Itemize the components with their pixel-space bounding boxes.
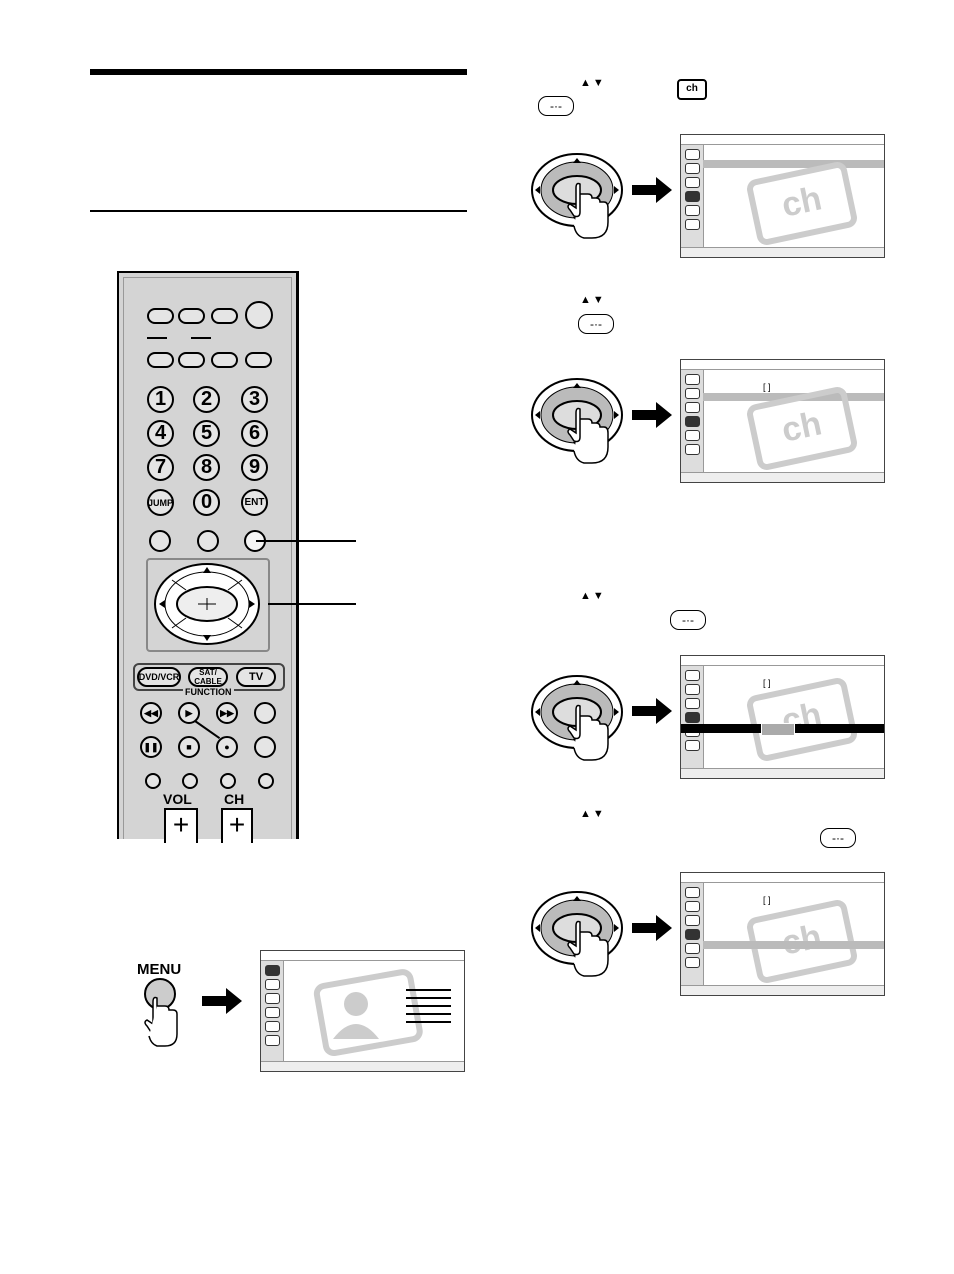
- dvd-vcr-button[interactable]: DVD/VCR: [137, 667, 181, 687]
- record-button[interactable]: ●: [216, 736, 238, 758]
- remote-divider: [191, 337, 211, 339]
- fast-forward-button[interactable]: ▶▶: [216, 702, 238, 724]
- number-key-1[interactable]: 1: [147, 386, 174, 413]
- remote-round-button-1[interactable]: [149, 530, 171, 552]
- callout-line-menu: [256, 540, 356, 542]
- channel-setup-icon: ch: [677, 79, 707, 100]
- remote-row2-button-1[interactable]: [147, 352, 174, 368]
- remote-transport-extra-1[interactable]: [254, 702, 276, 724]
- channel-screen-4: [ ] ch: [680, 872, 885, 996]
- arrow-right-icon: [632, 915, 672, 941]
- adjust-slider-knob[interactable]: [761, 723, 795, 736]
- color-button-2[interactable]: [182, 773, 198, 789]
- function-frame: [133, 663, 285, 691]
- header-rule-thin: [90, 210, 467, 212]
- remote-control: 1 2 3 4 5 6 7 8 9 JUMP 0 ENT DVD/VCR SAT…: [117, 271, 299, 843]
- enter-button-icon: -·-: [538, 96, 574, 116]
- enter-button-icon: -·-: [578, 314, 614, 334]
- bracket-text: [ ]: [763, 382, 771, 392]
- dpad-press-illustration[interactable]: [530, 672, 630, 767]
- arrow-right-icon: [202, 988, 242, 1014]
- remote-divider: [147, 337, 167, 339]
- number-key-7[interactable]: 7: [147, 454, 174, 481]
- header-rule-thick: [90, 69, 467, 75]
- dpad-press-illustration[interactable]: [530, 888, 630, 983]
- watermark-ch: ch: [745, 160, 859, 247]
- sat-cable-button[interactable]: SAT/ CABLE: [188, 667, 228, 687]
- tv-button[interactable]: TV: [236, 667, 276, 687]
- remote-row2-button-4[interactable]: [245, 352, 272, 368]
- enter-button-icon: -·-: [670, 610, 706, 630]
- ent-button[interactable]: ENT: [241, 489, 268, 516]
- remote-power-button[interactable]: [245, 301, 273, 329]
- color-button-4[interactable]: [258, 773, 274, 789]
- channel-screen-3: [ ] ch: [680, 655, 885, 779]
- number-key-3[interactable]: 3: [241, 386, 268, 413]
- bracket-text: [ ]: [763, 678, 771, 688]
- color-button-3[interactable]: [220, 773, 236, 789]
- menu-screen-picture: [260, 950, 465, 1072]
- stop-button[interactable]: ■: [178, 736, 200, 758]
- menu-press-illustration[interactable]: [137, 978, 187, 1050]
- updown-arrows-icon: ▲▼: [580, 77, 606, 89]
- remote-transport-extra-2[interactable]: [254, 736, 276, 758]
- arrow-right-icon: [632, 177, 672, 203]
- dpad-press-illustration[interactable]: [530, 375, 630, 470]
- number-key-4[interactable]: 4: [147, 420, 174, 447]
- watermark-ch: ch: [745, 676, 859, 763]
- remote-top-button-1[interactable]: [147, 308, 174, 324]
- dpad[interactable]: [152, 562, 262, 646]
- remote-round-button-2[interactable]: [197, 530, 219, 552]
- number-key-8[interactable]: 8: [193, 454, 220, 481]
- function-label: FUNCTION: [183, 687, 234, 697]
- vol-plus-button[interactable]: +: [164, 808, 198, 843]
- arrow-right-icon: [632, 698, 672, 724]
- remote-top-button-3[interactable]: [211, 308, 238, 324]
- number-key-9[interactable]: 9: [241, 454, 268, 481]
- ch-label: CH: [224, 791, 245, 807]
- rewind-button[interactable]: ◀◀: [140, 702, 162, 724]
- number-key-0[interactable]: 0: [193, 489, 220, 516]
- rec-link-line: [194, 720, 221, 740]
- remote-row2-button-2[interactable]: [178, 352, 205, 368]
- jump-button[interactable]: JUMP: [147, 489, 174, 516]
- channel-screen-2: [ ] ch: [680, 359, 885, 483]
- number-key-6[interactable]: 6: [241, 420, 268, 447]
- updown-arrows-icon: ▲▼: [580, 808, 606, 820]
- arrow-right-icon: [632, 402, 672, 428]
- vol-label: VOL: [163, 791, 192, 807]
- number-key-2[interactable]: 2: [193, 386, 220, 413]
- callout-line-dpad: [268, 603, 356, 605]
- dpad-frame: [146, 558, 270, 652]
- color-button-1[interactable]: [145, 773, 161, 789]
- updown-arrows-icon: ▲▼: [580, 590, 606, 602]
- remote-row2-button-3[interactable]: [211, 352, 238, 368]
- play-button[interactable]: ▶: [178, 702, 200, 724]
- bracket-text: [ ]: [763, 895, 771, 905]
- updown-arrows-icon: ▲▼: [580, 294, 606, 306]
- enter-button-icon: -·-: [820, 828, 856, 848]
- number-key-5[interactable]: 5: [193, 420, 220, 447]
- dpad-press-illustration[interactable]: [530, 150, 630, 245]
- remote-top-button-2[interactable]: [178, 308, 205, 324]
- ch-plus-button[interactable]: +: [221, 808, 253, 843]
- menu-button-label: MENU: [137, 961, 182, 978]
- channel-screen-1: ch: [680, 134, 885, 258]
- pause-button[interactable]: ❚❚: [140, 736, 162, 758]
